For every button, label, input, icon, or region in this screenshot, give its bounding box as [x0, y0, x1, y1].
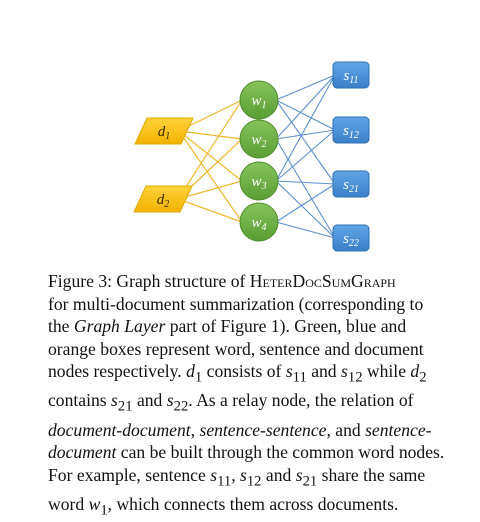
word-shape [239, 161, 279, 201]
document-shape [134, 117, 194, 145]
sentence-shape [332, 224, 370, 252]
edge-w3-s11 [275, 74, 336, 182]
caption-line-8: document can be built through the common… [48, 442, 445, 463]
word-shape [239, 80, 279, 120]
document-node-d2: d2 [133, 185, 193, 213]
graph-diagram: d1 d2 w1 w2 w3 w4 s11 s12 s21 s22 [133, 61, 370, 252]
edge-d2-w3 [177, 180, 243, 200]
d1-label: d1 [158, 124, 171, 142]
s12-label: s12 [343, 123, 359, 141]
s22-label: s22 [343, 231, 359, 249]
sentence-node-s21: s21 [332, 170, 370, 198]
sentence-shape [332, 116, 370, 144]
word-shape [239, 119, 279, 159]
edge-d1-w3 [178, 130, 243, 182]
document-node-d1: d1 [134, 117, 194, 145]
w3-label: w3 [251, 174, 266, 192]
edge-d1-w4 [178, 130, 243, 223]
edge-w1-s21 [275, 99, 336, 185]
figure-caption: Figure 3: Graph structure of HeterDocSum… [48, 270, 468, 522]
caption-line-1: Figure 3: Graph structure of HeterDocSum… [48, 271, 396, 291]
word-node-w4: w4 [239, 202, 279, 242]
edge-w3-s12 [275, 129, 336, 182]
sentence-node-s22: s22 [332, 224, 370, 252]
graph-nodes: d1 d2 w1 w2 w3 w4 s11 s12 s21 s22 [133, 61, 370, 252]
word-sentence-edges [275, 74, 336, 239]
caption-line-5: nodes respectively. d1 consists of s11 a… [48, 361, 427, 386]
sentence-node-s11: s11 [332, 61, 370, 89]
edge-w4-s22 [275, 221, 336, 239]
edge-w2-s11 [275, 74, 336, 140]
caption-line-6: contains s21 and s22. As a relay node, t… [48, 390, 414, 415]
edge-w2-s22 [275, 138, 336, 239]
caption-line-4: orange boxes represent word, sentence an… [48, 338, 424, 359]
edge-w3-s22 [275, 180, 336, 239]
edge-w2-s12 [275, 129, 336, 140]
model-name: HeterDocSumGraph [249, 271, 396, 291]
edge-d2-w4 [177, 198, 243, 223]
caption-line-10: word w1, which connects them across docu… [48, 493, 399, 519]
word-node-w1: w1 [239, 80, 279, 120]
word-node-w3: w3 [239, 161, 279, 201]
sentence-shape [332, 170, 370, 198]
edge-w1-s12 [275, 99, 336, 131]
caption-line-9: For example, sentence s11, s12 and s21 s… [48, 464, 426, 490]
sentence-shape [332, 61, 370, 89]
edge-w3-s21 [275, 180, 336, 185]
w4-label: w4 [251, 215, 266, 233]
edge-d2-w1 [177, 99, 243, 200]
w2-label: w2 [251, 132, 266, 150]
word-node-w2: w2 [239, 119, 279, 159]
document-shape [133, 185, 193, 213]
edge-w4-s21 [275, 183, 336, 223]
s11-label: s11 [343, 68, 358, 86]
caption-line-2: for multi-document summarization (corres… [48, 293, 424, 314]
caption-line-7: document-document, sentence-sentence, an… [48, 419, 432, 440]
caption-line-3: the Graph Layer part of Figure 1). Green… [48, 316, 407, 337]
d2-label: d2 [157, 192, 170, 210]
s21-label: s21 [343, 177, 359, 195]
sentence-node-s12: s12 [332, 116, 370, 144]
edge-w1-s11 [275, 74, 336, 101]
edge-d1-w2 [178, 130, 243, 140]
word-shape [239, 202, 279, 242]
w1-label: w1 [251, 93, 266, 111]
